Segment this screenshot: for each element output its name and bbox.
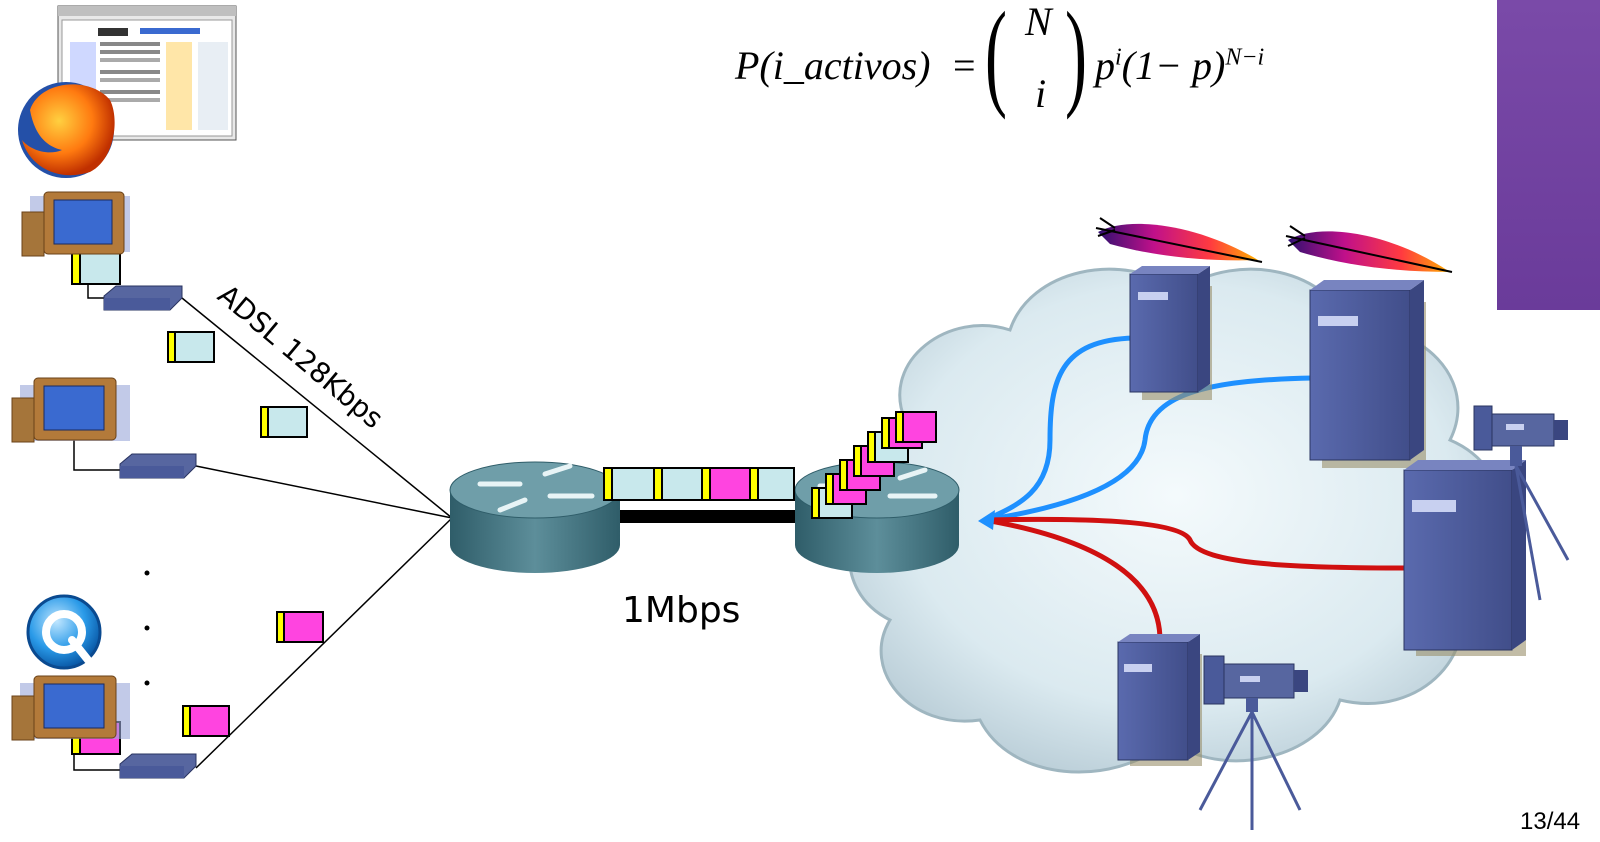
binomial-formula: P(i_activos) = ( N i ) pi(1− p)N−i [735, 0, 1295, 122]
client-pc-1 [21, 191, 130, 257]
formula-p: p [1095, 43, 1115, 88]
client-pc-2 [11, 377, 130, 443]
slide-number: 13/44 [1520, 808, 1581, 835]
formula-equals: = [953, 43, 976, 88]
apache-feather-icon [1095, 217, 1263, 263]
traffic-flows [978, 335, 1409, 641]
formula-paren-left: ( [985, 0, 1007, 120]
packet-queue [603, 467, 795, 501]
ellipsis-dots [144, 570, 150, 686]
formula-mid: (1− p) [1121, 43, 1226, 88]
link-speed-label: 1Mbps [622, 590, 740, 631]
adsl-modem-2 [119, 453, 197, 479]
formula-rhs: pi(1− p)N−i [1095, 42, 1264, 89]
trunk-link [610, 510, 808, 523]
quicktime-icon [26, 594, 102, 670]
apache-feather-icon-2 [1285, 225, 1453, 273]
formula-lhs: P(i_activos) [735, 43, 931, 88]
formula-exp: N−i [1225, 44, 1265, 71]
server-3 [1403, 460, 1526, 656]
adsl-modem-3 [119, 753, 197, 779]
video-camera-icon [1198, 655, 1308, 830]
router-left [449, 461, 621, 573]
server-2 [1309, 280, 1426, 468]
adsl-modem-1 [103, 285, 183, 311]
formula-paren-right: ) [1065, 0, 1087, 120]
firefox-icon [18, 82, 115, 178]
server-1 [1129, 266, 1212, 400]
formula-binom-top: N [1025, 0, 1052, 44]
formula-binom-bottom: i [1035, 71, 1047, 116]
buffer-stack [811, 411, 937, 519]
title-accent-bar [1497, 0, 1600, 310]
server-4 [1117, 634, 1202, 766]
video-camera-icon-2 [1473, 405, 1570, 601]
client-pc-3 [11, 675, 130, 741]
formula-exp-i: i [1115, 44, 1122, 71]
